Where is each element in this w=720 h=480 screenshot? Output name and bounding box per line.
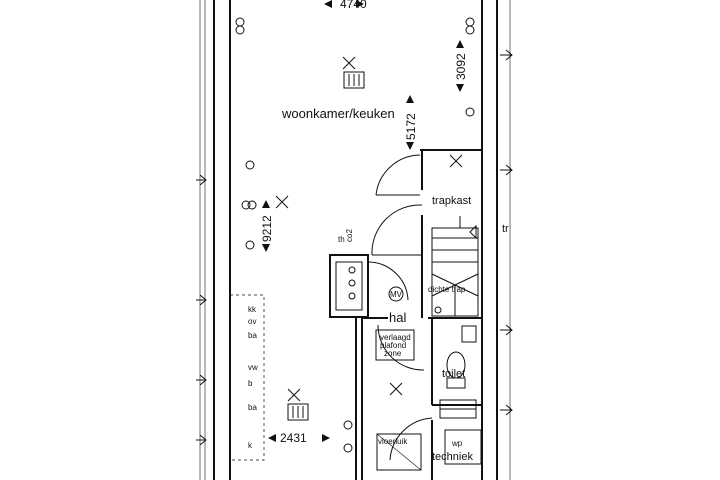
dimension-left-depth: 9212 bbox=[260, 215, 274, 242]
meter-label: kk bbox=[248, 305, 257, 314]
meter-label: vw bbox=[248, 363, 258, 372]
meter-label: k bbox=[248, 441, 253, 450]
meter-label: ba bbox=[248, 403, 257, 412]
meter-cupboard bbox=[229, 294, 265, 461]
light-points bbox=[275, 56, 463, 402]
ceiling-zone-line1: verlaagd bbox=[380, 333, 411, 342]
meter-labels: kk ov ba vw b ba k bbox=[248, 305, 258, 450]
meter-label: ov bbox=[248, 317, 256, 326]
light-x-icon bbox=[275, 195, 289, 209]
doors bbox=[367, 154, 433, 461]
radiator-icon bbox=[343, 71, 365, 89]
meter-label: b bbox=[248, 379, 253, 388]
radiator-icon bbox=[287, 403, 309, 421]
wp-label: wp bbox=[451, 439, 463, 448]
room-label-technical: techniek bbox=[432, 451, 473, 463]
room-label-living: woonkamer/keuken bbox=[281, 106, 395, 121]
room-label-closet: trapkast bbox=[432, 195, 471, 207]
room-label-hall: hal bbox=[389, 310, 406, 325]
light-x-icon bbox=[287, 388, 301, 402]
switch-symbols bbox=[196, 49, 513, 446]
light-x-icon bbox=[449, 154, 463, 168]
meter-label: ba bbox=[248, 331, 257, 340]
lowered-ceiling-zone bbox=[375, 329, 415, 361]
ceiling-zone-line2: plafond bbox=[380, 341, 406, 350]
floor-hatch-label: vloerluik bbox=[378, 437, 408, 446]
stair-label: dichte trap bbox=[428, 285, 466, 294]
ventilation-label: MV bbox=[390, 290, 403, 299]
room-label-right-edge: tr bbox=[502, 223, 509, 235]
heating-symbols bbox=[287, 71, 365, 421]
walls bbox=[199, 0, 511, 480]
ventilation-icon bbox=[388, 286, 404, 302]
light-x-icon bbox=[389, 382, 403, 396]
wall-outlets bbox=[235, 17, 475, 453]
thermostat-label: th bbox=[338, 235, 345, 244]
dimension-top-width: 4740 bbox=[340, 0, 367, 11]
dimension-right-depth: 3092 bbox=[454, 53, 468, 80]
staircase bbox=[431, 216, 479, 317]
room-label-toilet: toilet bbox=[442, 368, 465, 380]
dimension-bottom-width: 2431 bbox=[280, 431, 307, 445]
fixtures bbox=[376, 325, 482, 471]
dimension-living-depth: 5172 bbox=[404, 113, 418, 140]
co2-label: co2 bbox=[345, 229, 354, 242]
dimension-arrows bbox=[262, 0, 464, 442]
light-x-icon bbox=[342, 56, 356, 70]
ceiling-zone-line3: zone bbox=[384, 349, 402, 358]
